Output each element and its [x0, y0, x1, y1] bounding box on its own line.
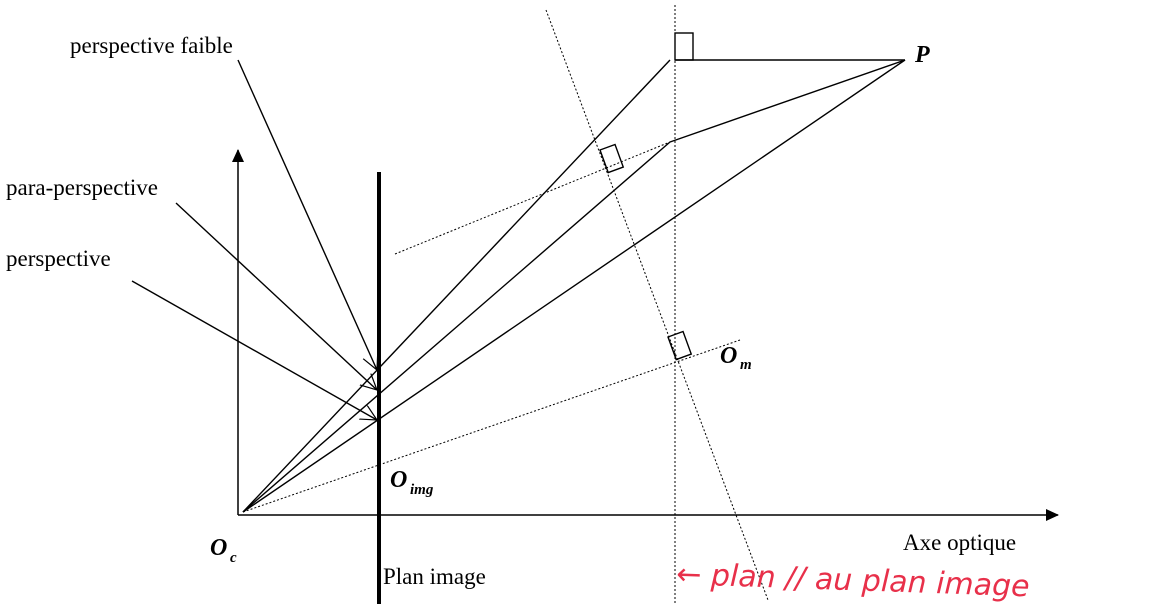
- para-perspective-ray: [242, 141, 671, 513]
- label-point-p: P: [914, 42, 930, 68]
- oc-om-dotted-line: [242, 339, 741, 513]
- label-perspective-faible: perspective faible: [70, 33, 233, 58]
- weak-perspective-ray: [242, 59, 671, 513]
- svg-text:c: c: [230, 550, 237, 566]
- label-oc: O c: [210, 535, 237, 566]
- inclined-dotted-line: [545, 9, 769, 601]
- weak-perspective-pointer: [237, 59, 377, 370]
- para-dotted-line: [394, 141, 671, 255]
- right-angle-marker-top: [674, 32, 694, 61]
- right-angle-marker-om: [667, 330, 693, 361]
- perspective-pointer: [131, 280, 377, 420]
- para-perspective-pointer: [175, 202, 377, 390]
- right-angle-marker-mid: [599, 143, 625, 174]
- p-to-oc-line: [242, 59, 906, 513]
- p-to-para-point: [669, 59, 906, 143]
- label-perspective: perspective: [6, 246, 111, 271]
- svg-text:m: m: [740, 357, 752, 373]
- handwritten-annotation: ← plan // au plan image: [676, 557, 1030, 604]
- label-plan-image: Plan image: [383, 564, 486, 589]
- label-axe-optique: Axe optique: [903, 530, 1016, 555]
- label-oimg: O img: [390, 467, 434, 498]
- svg-text:O: O: [720, 343, 737, 369]
- svg-text:O: O: [210, 535, 227, 561]
- label-para-perspective: para-perspective: [6, 175, 158, 200]
- svg-text:O: O: [390, 467, 407, 493]
- svg-text:img: img: [410, 482, 434, 498]
- label-om: O m: [720, 343, 752, 373]
